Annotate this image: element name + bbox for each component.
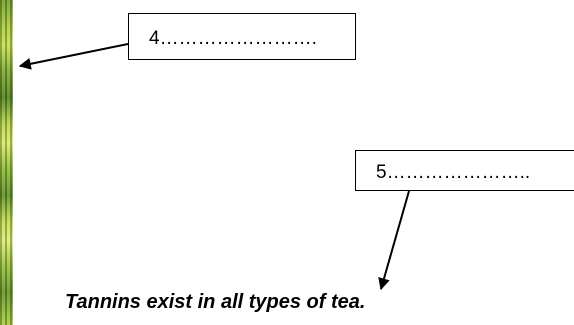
arrow-5 [378, 190, 410, 291]
answer-box-5[interactable]: 5………………….. [355, 150, 574, 191]
answer-box-4[interactable]: 4……………………. [128, 13, 356, 60]
answer-label-4: 4……………………. [149, 28, 317, 49]
caption-text: Tannins exist in all types of tea. [65, 291, 366, 313]
arrow-4 [18, 43, 129, 70]
tea-leaf-image [0, 0, 13, 325]
answer-label-5: 5………………….. [376, 162, 531, 183]
